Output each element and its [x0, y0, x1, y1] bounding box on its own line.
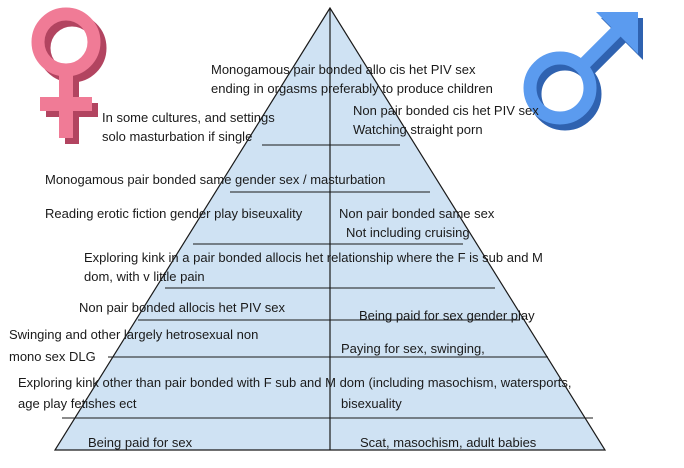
text-line: Being paid for sex — [88, 435, 193, 450]
text-line: dom, with v little pain — [84, 269, 205, 284]
level-2-left-text: Monogamous pair bonded same gender sex /… — [45, 170, 385, 189]
mars-symbol-icon — [523, 12, 643, 131]
text-line: Non pair bonded same sex — [339, 206, 495, 221]
text-line: Paying for sex, swinging, — [341, 341, 485, 356]
text-line: Reading erotic fiction gender play biseu… — [45, 206, 303, 221]
venus-symbol-icon — [31, 7, 107, 144]
text-line: bisexuality — [341, 396, 402, 411]
text-line: Exploring kink in a pair bonded allocis … — [84, 250, 543, 265]
text-line: Being paid for sex gender play — [359, 308, 535, 323]
text-line: solo masturbation if single — [102, 129, 253, 144]
level-8-left-text: Being paid for sex — [88, 433, 192, 452]
level-0-left-text: Monogamous pair bonded allo cis het PIV … — [211, 60, 493, 98]
level-7-right-text: bisexuality — [341, 394, 402, 413]
level-8-right-text: Scat, masochism, adult babies — [360, 433, 536, 452]
level-6-right-text: Paying for sex, swinging, — [341, 339, 485, 358]
level-5-left-text: Non pair bonded allocis het PIV sex — [79, 298, 285, 317]
level-6-left-text: Swinging and other largely hetrosexual n… — [9, 325, 258, 366]
text-line: Not including cruising — [346, 225, 470, 240]
text-line: ending in orgasms preferably to produce … — [211, 81, 493, 96]
level-1-right-text: Non pair bonded cis het PIV sex Watching… — [353, 101, 539, 139]
text-line: Non pair bonded cis het PIV sex — [353, 103, 539, 118]
text-line: Scat, masochism, adult babies — [360, 435, 537, 450]
text-line: In some cultures, and settings — [102, 110, 275, 125]
text-line: Monogamous pair bonded same gender sex /… — [45, 172, 386, 187]
text-line: Watching straight porn — [353, 122, 483, 137]
text-line: Non pair bonded allocis het PIV sex — [79, 300, 285, 315]
level-5-right-text: Being paid for sex gender play — [359, 306, 535, 325]
text-line: Exploring kink other than pair bonded wi… — [18, 375, 572, 390]
text-line: Swinging and other largely hetrosexual n… — [9, 327, 259, 342]
text-line: Monogamous pair bonded allo cis het PIV … — [211, 62, 476, 77]
pyramid-tier-lines — [62, 144, 593, 419]
level-1-left-text: In some cultures, and settings solo mast… — [102, 108, 275, 146]
text-line: age play fetishes ect — [18, 396, 137, 411]
level-7-left-text: Exploring kink other than pair bonded wi… — [18, 373, 572, 413]
level-3-left-text: Reading erotic fiction gender play biseu… — [45, 204, 302, 223]
text-line: mono sex DLG — [9, 349, 96, 364]
level-4-left-text: Exploring kink in a pair bonded allocis … — [84, 248, 543, 286]
level-3-right-text: Non pair bonded same sex Not including c… — [339, 204, 494, 242]
